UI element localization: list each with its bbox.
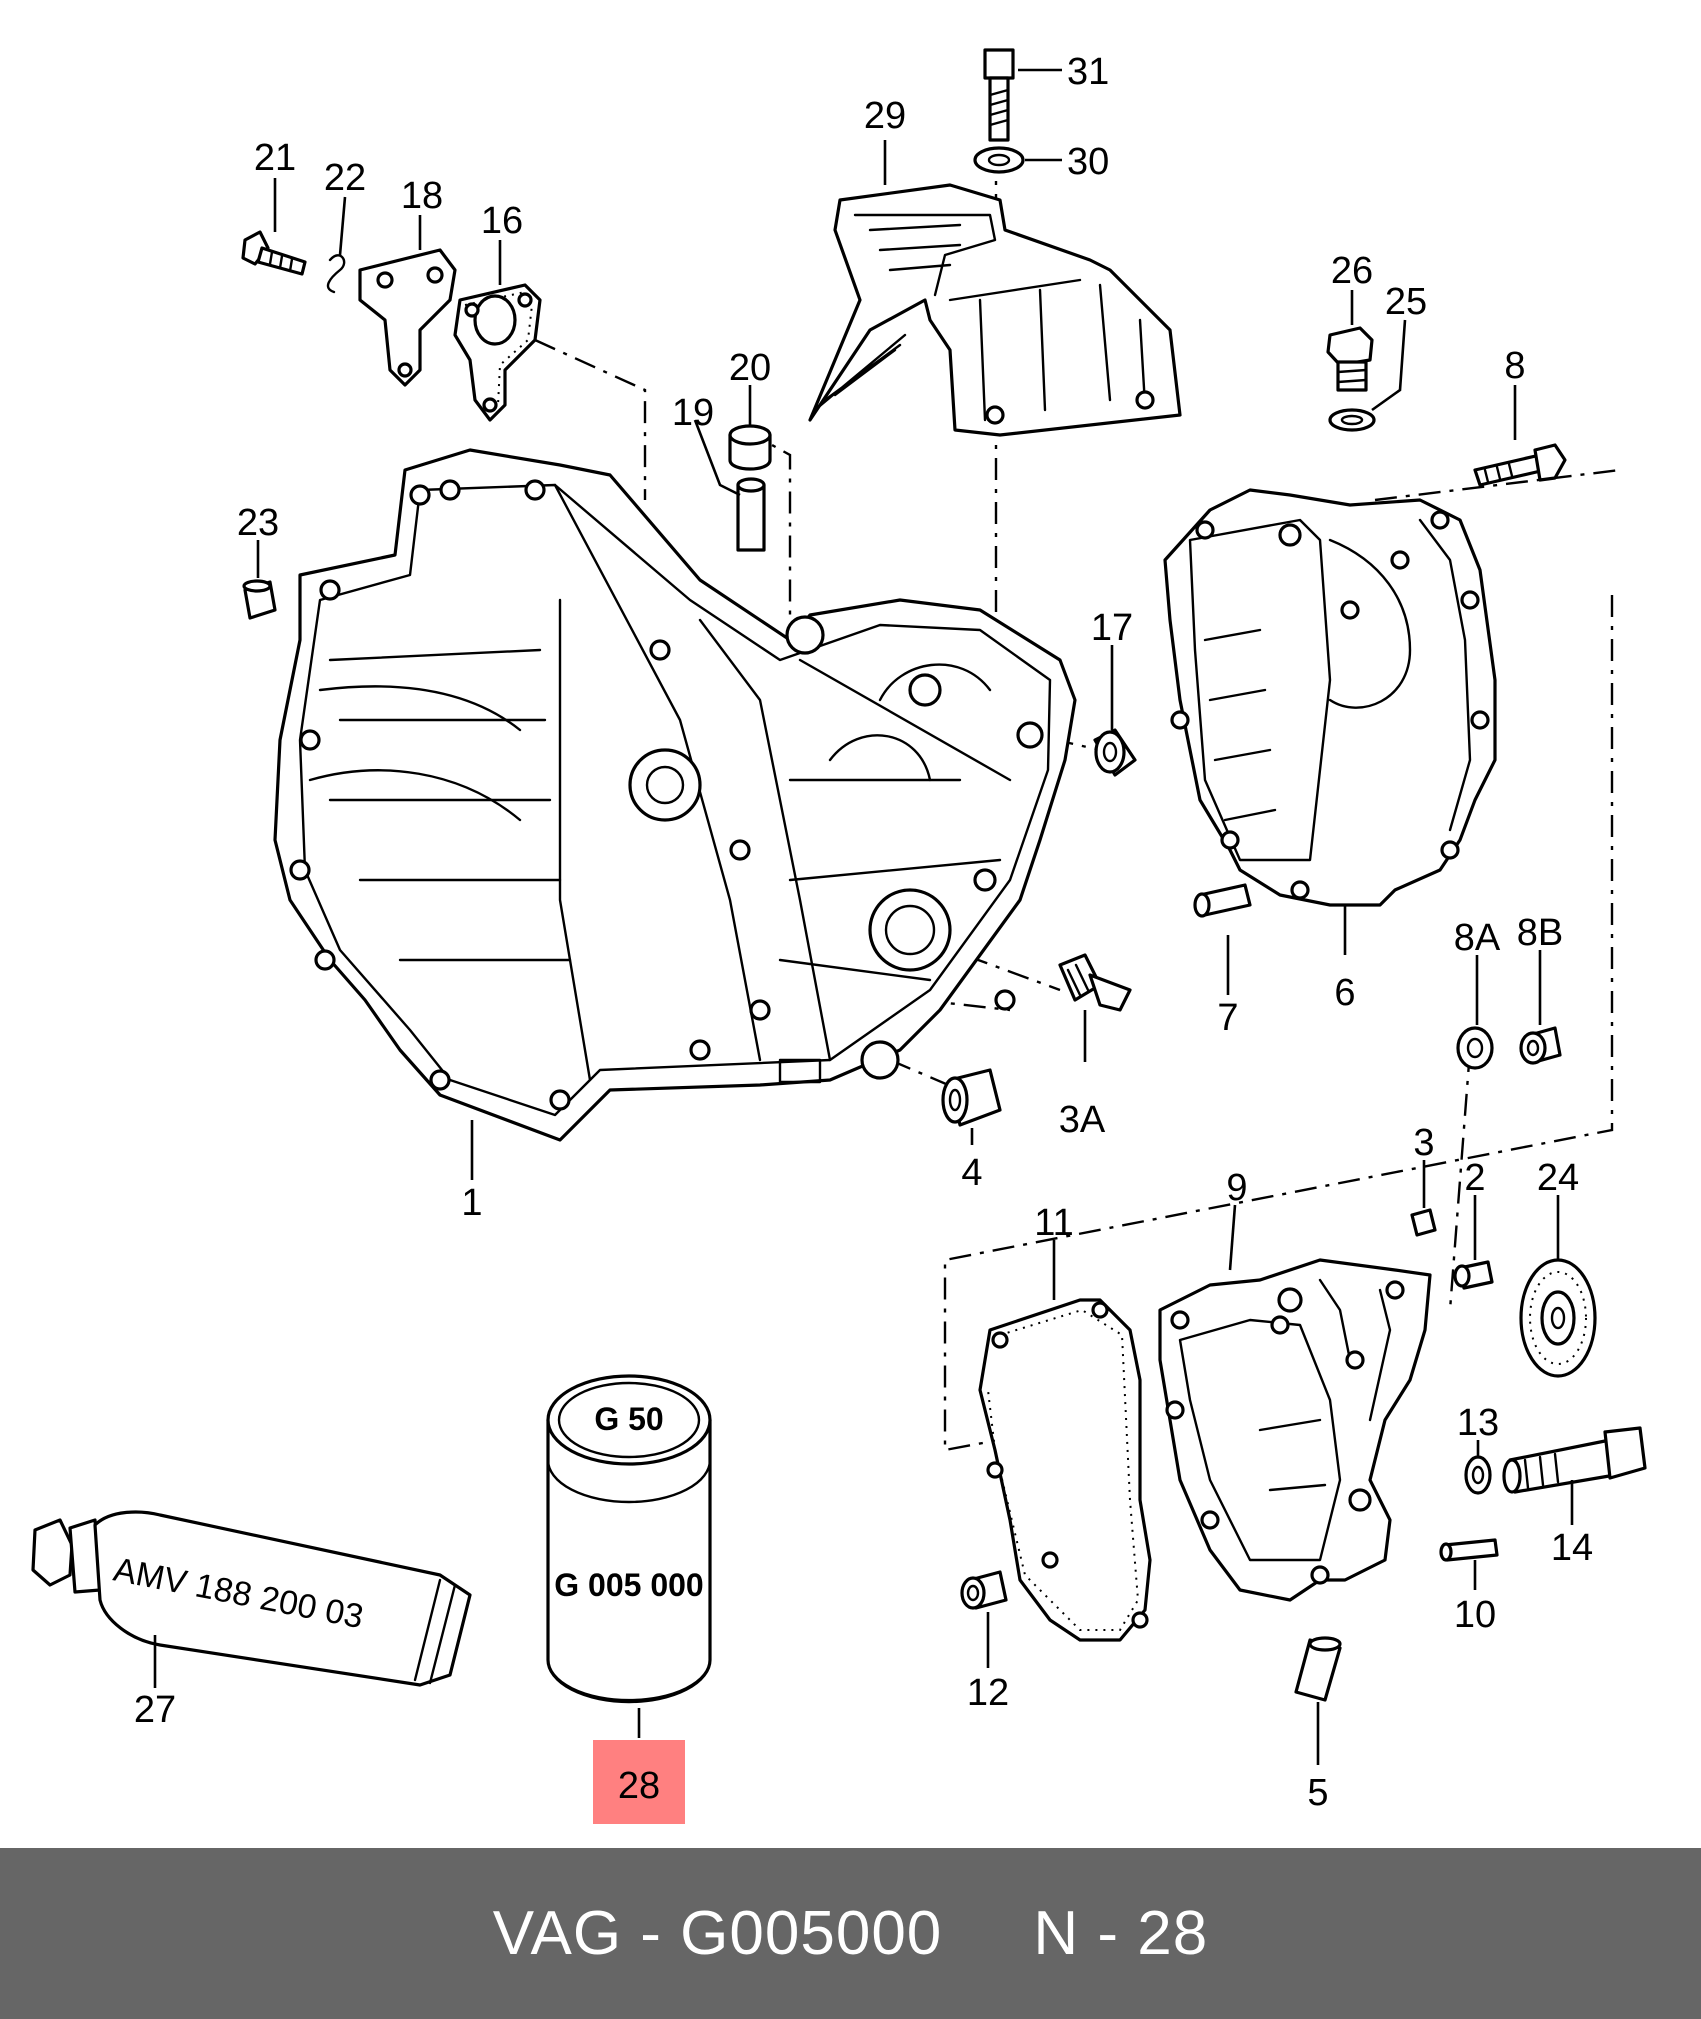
sleeve-23 — [242, 579, 277, 620]
washer-22 — [326, 254, 346, 294]
callout-24[interactable]: 24 — [1537, 1157, 1579, 1199]
cover-plate — [808, 183, 1182, 437]
callout-1[interactable]: 1 — [461, 1182, 482, 1224]
callout-16[interactable]: 16 — [481, 200, 523, 242]
pin-10 — [1439, 1538, 1499, 1562]
callout-21[interactable]: 21 — [254, 137, 296, 179]
callout-6[interactable]: 6 — [1334, 972, 1355, 1014]
cap-20 — [728, 424, 772, 471]
parts-diagram: AMV 188 200 03 G 50 G 005 000 — [31, 48, 1647, 1824]
footer-bar: VAG - G005000 N - 28 — [0, 1848, 1701, 2019]
bolt-31 — [983, 48, 1015, 142]
callout-29[interactable]: 29 — [864, 95, 906, 137]
pin-19 — [736, 477, 766, 552]
gasket-11 — [978, 1298, 1152, 1642]
callout-14[interactable]: 14 — [1551, 1527, 1593, 1569]
washer-25 — [1328, 408, 1376, 432]
bolt-21 — [241, 230, 307, 276]
bolt-8 — [1473, 443, 1567, 487]
callout-20[interactable]: 20 — [729, 347, 771, 389]
callout-8A[interactable]: 8A — [1454, 917, 1501, 959]
callout-25[interactable]: 25 — [1385, 281, 1427, 323]
bush-8B — [1519, 1026, 1562, 1065]
can-top-label: G 50 — [594, 1401, 663, 1437]
washer-13 — [1464, 1455, 1492, 1495]
callout-26[interactable]: 26 — [1331, 250, 1373, 292]
gearbox-housing — [273, 448, 1077, 1142]
callout-13[interactable]: 13 — [1457, 1402, 1499, 1444]
intermediate-housing-9 — [1158, 1258, 1432, 1602]
pin-5 — [1294, 1636, 1342, 1702]
oil-can-28: G 50 G 005 000 — [546, 1374, 712, 1704]
callout-5[interactable]: 5 — [1307, 1772, 1328, 1814]
callout-3A[interactable]: 3A — [1059, 1099, 1106, 1141]
gasket-16 — [453, 283, 542, 422]
callout-18[interactable]: 18 — [401, 175, 443, 217]
callout-17[interactable]: 17 — [1091, 607, 1133, 649]
callout-22[interactable]: 22 — [324, 157, 366, 199]
plug-26 — [1326, 326, 1374, 392]
part-number-caption: VAG - G005000 N - 28 — [492, 1899, 1209, 1968]
grease-tube-27: AMV 188 200 03 — [31, 1510, 472, 1687]
callout-30[interactable]: 30 — [1067, 141, 1109, 183]
callout-23[interactable]: 23 — [237, 502, 279, 544]
can-body-label: G 005 000 — [554, 1567, 703, 1603]
callout-2[interactable]: 2 — [1464, 1157, 1485, 1199]
callout-10[interactable]: 10 — [1454, 1594, 1496, 1636]
callout-labels: 31 30 29 21 22 18 16 26 25 20 19 8 23 17… — [134, 51, 1593, 1814]
seal-17 — [1093, 728, 1137, 777]
mount-4 — [941, 1068, 1002, 1127]
callout-7[interactable]: 7 — [1217, 997, 1238, 1039]
flange-24 — [1519, 1258, 1597, 1378]
breather-3A — [1058, 953, 1132, 1012]
callout-27[interactable]: 27 — [134, 1689, 176, 1731]
dowel-7 — [1193, 883, 1252, 918]
rear-housing-6 — [1163, 488, 1497, 907]
callout-31[interactable]: 31 — [1067, 51, 1109, 93]
callout-8B[interactable]: 8B — [1517, 912, 1563, 954]
seal-8A — [1456, 1026, 1494, 1070]
bracket-18 — [358, 248, 457, 387]
callout-3[interactable]: 3 — [1413, 1122, 1434, 1164]
callout-28[interactable]: 28 — [618, 1765, 660, 1807]
callout-19[interactable]: 19 — [672, 392, 714, 434]
bush-12 — [960, 1570, 1008, 1610]
callout-28-highlight — [593, 1740, 685, 1824]
bolt-14 — [1502, 1426, 1647, 1494]
cap-3 — [1410, 1208, 1437, 1237]
leader-lines — [153, 68, 1574, 1765]
callout-4[interactable]: 4 — [961, 1152, 982, 1194]
callout-11[interactable]: 11 — [1034, 1202, 1073, 1244]
washer-30 — [973, 146, 1025, 174]
callout-8[interactable]: 8 — [1504, 345, 1525, 387]
callout-9[interactable]: 9 — [1226, 1167, 1247, 1209]
sleeve-2 — [1453, 1260, 1494, 1290]
callout-12[interactable]: 12 — [967, 1672, 1009, 1714]
